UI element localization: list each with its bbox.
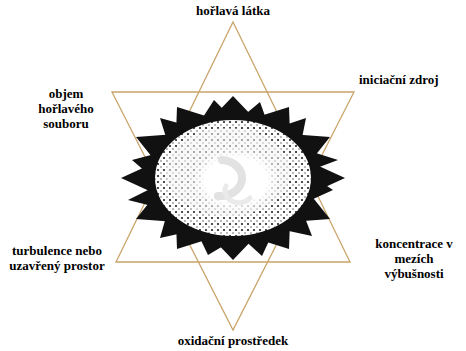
point-label: turbulence nebo uzavřený prostor — [3, 243, 111, 273]
point-label: hořlavá látka — [133, 3, 333, 18]
point-label: koncentrace v mezích výbušnosti — [372, 236, 456, 281]
point-label: objem hořlavého souboru — [30, 86, 102, 131]
point-label: iniciační zdroj — [359, 72, 463, 87]
explosion — [121, 96, 345, 260]
downward-triangle — [112, 92, 354, 330]
point-label: oxidační prostředek — [113, 333, 353, 348]
upward-triangle — [116, 22, 350, 262]
